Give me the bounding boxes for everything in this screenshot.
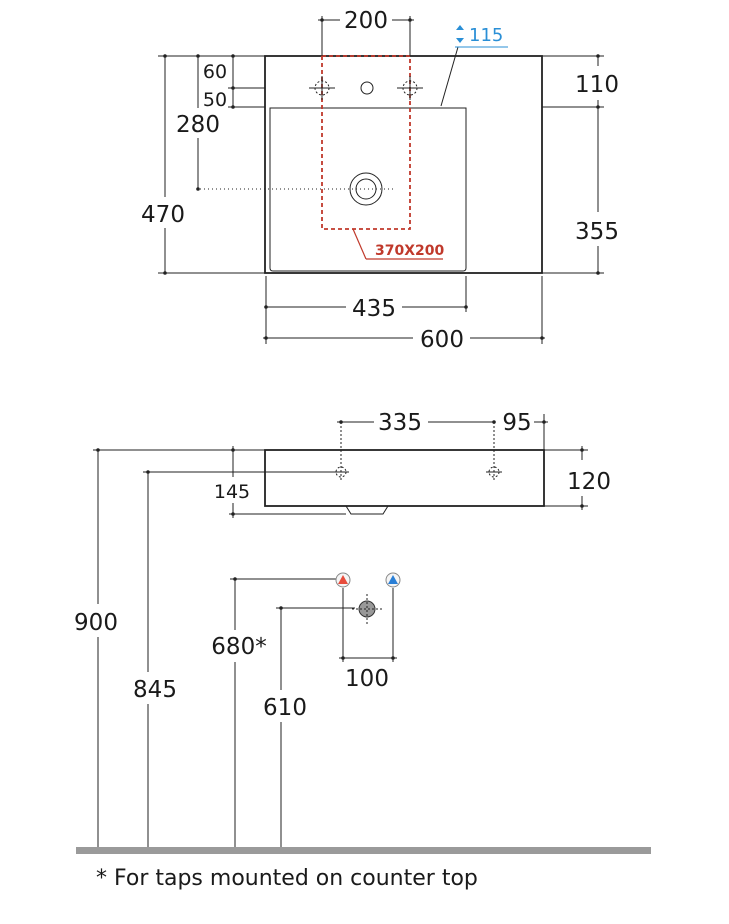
side-tap-left [333,422,349,482]
drain-tail [345,505,389,515]
dims-left-top: 470 280 60 50 [141,54,265,275]
tap-hole-left [309,76,335,100]
dim-60-label: 60 [203,61,227,83]
dim-120: 120 [544,446,611,510]
dims-bottom-top: 435 600 [263,276,545,353]
dim-280-label: 280 [176,112,220,138]
basin-outline-top [264,55,543,274]
basin-outline-side [264,449,545,507]
dim-335-95: 335 95 [337,410,548,450]
dims-right-top: 110 355 [542,54,619,275]
tap-hole-right [397,76,423,100]
dim-435-label: 435 [352,296,396,322]
drain [200,172,396,206]
waste-outlet [352,594,382,624]
hot-valve [335,572,351,588]
top-view: 370X200 200 [141,8,619,353]
dim-110-label: 110 [575,72,619,98]
inner-bowl [269,107,467,272]
dim-845: 845 [133,470,337,848]
dim-95-label: 95 [502,410,531,436]
leader-115 [440,46,459,107]
dim-200-label: 200 [344,8,388,34]
footnote: * For taps mounted on counter top [96,866,478,891]
dim-900-label: 900 [74,610,118,636]
dim-100-label: 100 [345,666,389,692]
dim-470-label: 470 [141,202,185,228]
dim-120-label: 120 [567,469,611,495]
dim-610-label: 610 [263,695,307,721]
dim-680-label: 680* [211,634,266,660]
recess-leader [352,228,367,260]
recess-area [321,55,411,230]
dim-610: 610 [263,606,355,848]
dim-900: 900 [74,448,265,848]
tap-hole-center [360,81,374,95]
dim-100: 100 [339,656,397,692]
cold-valve [385,572,401,588]
recess-label: 370X200 [375,243,445,259]
dim-115-label: 115 [469,25,503,46]
dim-115: 115 [455,25,508,48]
dim-680: 680* [211,577,337,848]
dim-50-label: 50 [203,89,227,111]
dim-600-label: 600 [420,327,464,353]
dim-355-label: 355 [575,219,619,245]
dim-845-label: 845 [133,677,177,703]
floor-line [76,847,651,854]
side-view: 335 95 120 145 9 [74,410,651,854]
dim-145: 145 [214,446,346,518]
dim-145-label: 145 [214,481,250,503]
dim-335-label: 335 [378,410,422,436]
dim-200: 200 [318,8,414,56]
side-tap-right [486,422,502,482]
